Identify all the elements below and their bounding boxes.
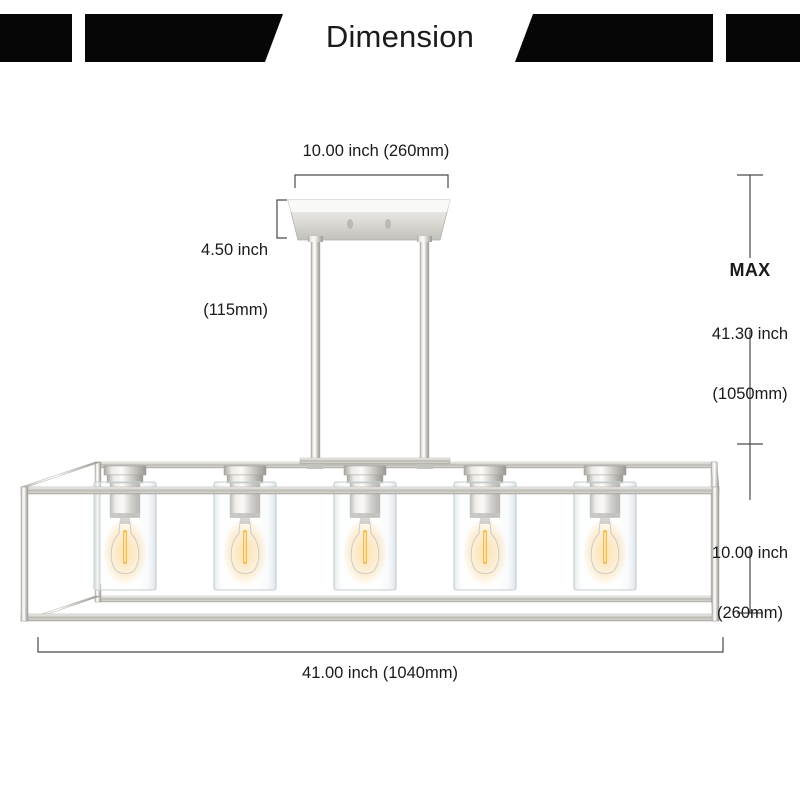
label-total-width: 41.00 inch (1040mm) (302, 664, 458, 682)
banner-block-right-inner (515, 14, 713, 62)
label-canopy-height: 4.50 inch (115mm) (150, 200, 268, 360)
label-max-height: 41.30 inch (1050mm) (690, 284, 800, 444)
dimension-shade-height (737, 444, 763, 614)
header-banner: Dimension (0, 0, 800, 72)
label-max-title: MAX (729, 260, 771, 280)
frame-center-spine (299, 457, 451, 469)
dimension-canopy-width (294, 174, 449, 188)
label-max-height-mm: (1050mm) (712, 385, 788, 403)
dimension-canopy-height (276, 199, 287, 239)
dimension-total-width (37, 637, 724, 653)
label-shade-height-mm: (260mm) (716, 604, 783, 622)
light-unit-1 (93, 465, 157, 591)
light-units-group (93, 465, 637, 591)
dimension-lines (37, 174, 763, 653)
frame-front (20, 486, 720, 622)
banner-block-left-inner (85, 14, 283, 62)
light-unit-5 (573, 465, 637, 591)
label-canopy-height-mm: (115mm) (203, 301, 268, 319)
banner-shapes (0, 14, 800, 62)
light-unit-3 (333, 465, 397, 591)
downrods (308, 236, 432, 467)
light-unit-2 (213, 465, 277, 591)
banner-block-right-outer (726, 14, 800, 62)
label-canopy-width: 10.00 inch (260mm) (302, 142, 450, 160)
label-shade-height-inch: 10.00 inch (711, 544, 789, 562)
ceiling-canopy (287, 199, 451, 241)
page-title: Dimension (325, 19, 475, 54)
label-canopy-height-inch: 4.50 inch (201, 241, 268, 259)
label-max-height-inch: 41.30 inch (711, 325, 789, 343)
dimension-max-height (737, 174, 763, 445)
light-unit-4 (453, 465, 517, 591)
banner-block-left-outer (0, 14, 72, 62)
label-shade-height: 10.00 inch (260mm) (690, 503, 800, 663)
